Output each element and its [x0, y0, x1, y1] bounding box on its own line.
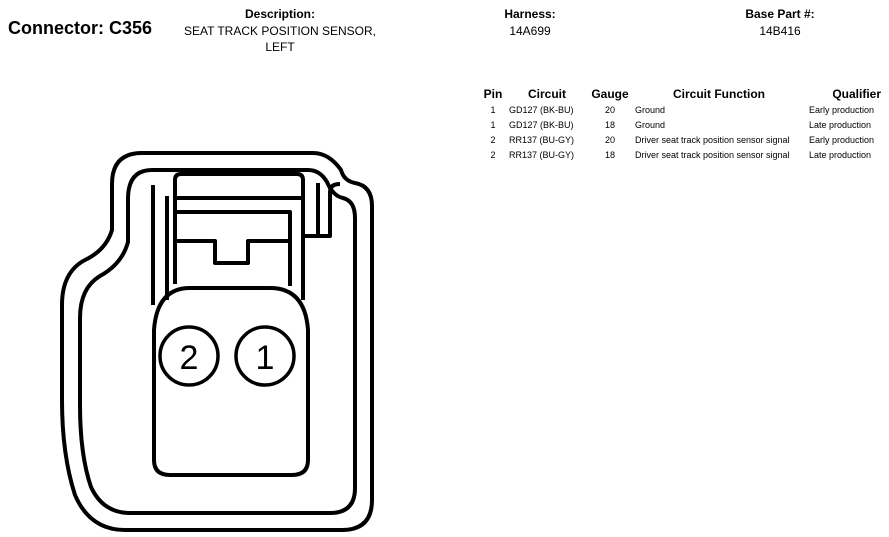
pin-table-header: Pin Circuit Gauge Circuit Function Quali…	[480, 86, 884, 102]
cell-function: Ground	[635, 104, 666, 115]
description-label: Description:	[244, 7, 315, 21]
harness-value: 14A699	[509, 24, 551, 38]
cell-circuit: GD127 (BK-BU)	[509, 104, 574, 115]
latch	[151, 172, 341, 305]
pin-2-label: 2	[180, 339, 199, 377]
cell-function: Driver seat track position sensor signal	[635, 149, 790, 160]
latch-notch	[175, 239, 290, 265]
pin-1-circle	[234, 325, 296, 387]
description-line-1: SEAT TRACK POSITION SENSOR,	[183, 24, 377, 38]
cell-gauge: 18	[604, 149, 615, 160]
cell-gauge: 20	[604, 134, 615, 145]
housing-inner-outline	[78, 168, 357, 515]
housing-shoulder	[303, 182, 341, 238]
cell-circuit: RR137 (BU-GY)	[509, 134, 575, 145]
header-circuit-function: Circuit Function	[673, 87, 765, 101]
harness-block: Harness: 14A699	[480, 7, 580, 39]
pin-2: 2	[158, 325, 220, 387]
table-row: 2 RR137 (BU-GY) 18 Driver seat track pos…	[480, 147, 884, 162]
cell-gauge: 20	[604, 104, 615, 115]
cell-qualifier: Late production	[809, 119, 872, 130]
pin-1: 1	[234, 325, 296, 387]
cell-circuit: GD127 (BK-BU)	[509, 119, 574, 130]
description-block: Description: SEAT TRACK POSITION SENSOR,…	[170, 7, 390, 55]
description-line-2: LEFT	[265, 40, 295, 54]
cell-qualifier: Early production	[809, 104, 875, 115]
cell-function: Driver seat track position sensor signal	[635, 134, 790, 145]
cell-qualifier: Late production	[809, 149, 872, 160]
cell-pin: 2	[490, 149, 496, 160]
header-gauge: Gauge	[591, 87, 629, 101]
header-circuit: Circuit	[527, 87, 566, 101]
pin-2-circle	[158, 325, 220, 387]
base-part-value: 14B416	[759, 24, 801, 38]
header-qualifier: Qualifier	[832, 87, 881, 101]
housing-outer-outline	[60, 151, 374, 532]
cell-circuit: RR137 (BU-GY)	[509, 149, 575, 160]
description-value: SEAT TRACK POSITION SENSOR, LEFT	[170, 23, 390, 55]
connector-title: Connector: C356	[8, 18, 153, 38]
cell-pin: 2	[490, 134, 496, 145]
header-pin: Pin	[483, 87, 503, 101]
latch-tab-frame	[173, 172, 305, 284]
cell-function: Ground	[635, 119, 666, 130]
pin-table: Pin Circuit Gauge Circuit Function Quali…	[480, 86, 884, 162]
base-part-block: Base Part #: 14B416	[720, 7, 840, 39]
base-part-label: Base Part #:	[745, 7, 815, 21]
pin-1-label: 1	[256, 339, 275, 377]
cell-gauge: 18	[604, 119, 615, 130]
harness-label: Harness:	[504, 7, 556, 21]
cell-pin: 1	[490, 119, 496, 130]
table-row: 2 RR137 (BU-GY) 20 Driver seat track pos…	[480, 132, 884, 147]
latch-crossbar-mid	[175, 210, 292, 286]
table-row: 1 GD127 (BK-BU) 18 Ground Late productio…	[480, 117, 884, 132]
cell-qualifier: Early production	[809, 134, 875, 145]
cell-pin: 1	[490, 104, 496, 115]
table-row: 1 GD127 (BK-BU) 20 Ground Early producti…	[480, 102, 884, 117]
terminal-cavity	[152, 286, 310, 477]
